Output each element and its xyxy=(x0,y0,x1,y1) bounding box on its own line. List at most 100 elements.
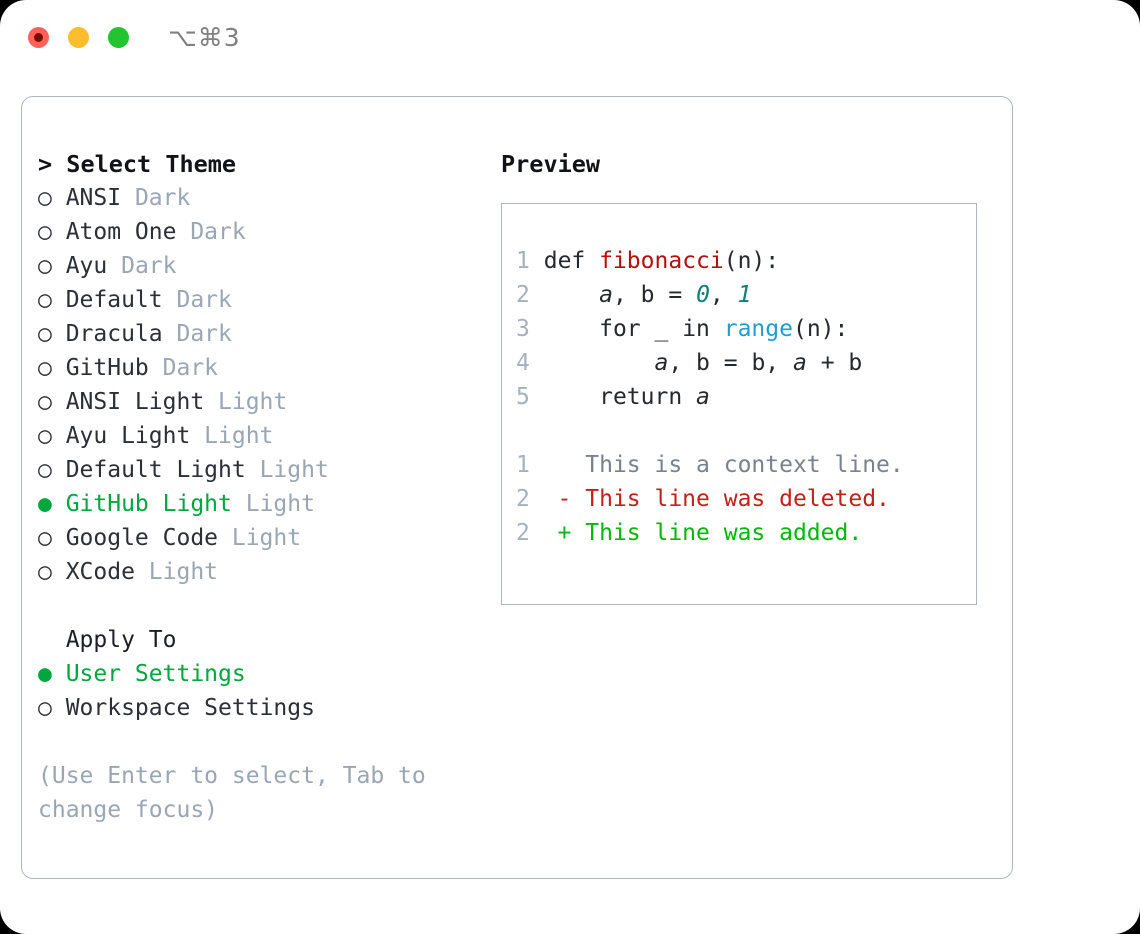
radio-unselected-icon: ○ xyxy=(38,695,52,721)
maximize-icon[interactable] xyxy=(108,27,129,48)
code-gutter-space xyxy=(530,350,544,376)
code-line: 3 for _ in range(n): xyxy=(516,312,970,346)
radio-unselected-icon: ○ xyxy=(38,185,52,211)
theme-name-label: Ayu xyxy=(51,253,122,279)
theme-list-item[interactable]: ○ ANSI Light Light xyxy=(38,385,468,419)
code-token: def xyxy=(543,248,600,274)
diff-line: 1 This is a context line. xyxy=(516,448,970,482)
code-token: for _ in xyxy=(543,316,724,342)
code-token: , b = b, xyxy=(668,350,793,376)
diff-line: 2 + This line was added. xyxy=(516,516,970,550)
theme-name-label: XCode xyxy=(51,559,149,585)
theme-name-label: GitHub xyxy=(51,355,163,381)
preview-column: Preview 1 def fibonacci(n):2 a, b = 0, 1… xyxy=(501,147,1001,605)
radio-unselected-icon: ○ xyxy=(38,525,52,551)
keyboard-shortcut-label: ⌥⌘3 xyxy=(168,23,241,52)
theme-name-label: Default xyxy=(51,287,177,313)
diff-line-number: 2 xyxy=(516,520,530,546)
minimize-icon[interactable] xyxy=(68,27,89,48)
radio-unselected-icon: ○ xyxy=(38,423,52,449)
code-token: (n): xyxy=(792,316,849,342)
code-token xyxy=(544,282,599,308)
theme-variant-label: Dark xyxy=(176,321,232,347)
diff-line-text: - This line was deleted. xyxy=(529,486,890,512)
code-token: 0 xyxy=(696,282,710,308)
theme-variant-label: Dark xyxy=(134,185,191,211)
apply-to-header: Apply To xyxy=(38,627,177,653)
code-token: (n): xyxy=(723,248,780,274)
theme-variant-label: Dark xyxy=(121,253,177,279)
code-gutter-space xyxy=(530,316,544,342)
code-token: a xyxy=(599,282,613,308)
theme-list-item[interactable]: ○ Google Code Light xyxy=(38,521,468,555)
radio-unselected-icon: ○ xyxy=(38,321,52,347)
code-line: 2 a, b = 0, 1 xyxy=(516,278,970,312)
radio-unselected-icon: ○ xyxy=(38,559,52,585)
theme-list-item[interactable]: ○ Atom One Dark xyxy=(38,215,468,249)
code-line-number: 3 xyxy=(516,316,530,342)
content-panel: > Select Theme ○ ANSI Dark○ Atom One Dar… xyxy=(21,96,1013,879)
code-token: a xyxy=(696,384,710,410)
theme-name-label: ANSI Light xyxy=(51,389,219,415)
theme-variant-label: Light xyxy=(204,423,274,449)
title-bar: ⌥⌘3 xyxy=(0,0,1140,76)
radio-unselected-icon: ○ xyxy=(38,355,52,381)
theme-list-item[interactable]: ○ Ayu Dark xyxy=(38,249,468,283)
code-token: , b = xyxy=(612,282,697,308)
theme-list-item[interactable]: ○ GitHub Dark xyxy=(38,351,468,385)
code-line: 1 def fibonacci(n): xyxy=(516,244,970,278)
theme-list-item[interactable]: ○ XCode Light xyxy=(38,555,468,589)
theme-list: ○ ANSI Dark○ Atom One Dark○ Ayu Dark○ De… xyxy=(38,181,468,589)
theme-variant-label: Light xyxy=(245,491,315,517)
radio-unselected-icon: ○ xyxy=(38,389,52,415)
code-token: 1 xyxy=(737,282,752,308)
code-line-number: 1 xyxy=(516,248,530,274)
apply-to-option[interactable]: ○ Workspace Settings xyxy=(38,691,468,725)
close-icon[interactable] xyxy=(28,27,49,48)
code-token xyxy=(544,350,655,376)
theme-name-label: Ayu Light xyxy=(51,423,205,449)
theme-list-item[interactable]: ○ Dracula Dark xyxy=(38,317,468,351)
code-token: , xyxy=(709,282,738,308)
code-line: 5 return a xyxy=(516,380,970,414)
theme-variant-label: Light xyxy=(148,559,219,585)
code-line-number: 5 xyxy=(516,384,530,410)
code-line-number: 2 xyxy=(516,282,530,308)
radio-unselected-icon: ○ xyxy=(38,287,52,313)
select-theme-header: > Select Theme xyxy=(38,150,237,178)
theme-variant-label: Light xyxy=(259,457,329,483)
theme-list-item[interactable]: ○ Default Dark xyxy=(38,283,468,317)
diff-block: 1 This is a context line. 2 - This line w… xyxy=(516,448,970,550)
code-token: a xyxy=(792,350,807,376)
code-line-number: 4 xyxy=(516,350,530,376)
preview-title: Preview xyxy=(501,150,601,178)
theme-name-label: Default Light xyxy=(51,457,260,483)
diff-line-text: + This line was added. xyxy=(529,520,863,546)
theme-list-item[interactable]: ○ Default Light Light xyxy=(38,453,468,487)
theme-name-label: Dracula xyxy=(51,321,177,347)
theme-variant-label: Light xyxy=(231,525,302,551)
code-token: return xyxy=(543,384,697,410)
apply-to-list: ● User Settings○ Workspace Settings xyxy=(38,657,468,725)
radio-selected-icon: ● xyxy=(38,661,52,687)
code-token: range xyxy=(723,316,793,342)
keyboard-hint-text: (Use Enter to select, Tab to change focu… xyxy=(38,763,440,823)
apply-to-option[interactable]: ● User Settings xyxy=(38,657,468,691)
theme-list-item[interactable]: ○ ANSI Dark xyxy=(38,181,468,215)
theme-name-label: Google Code xyxy=(51,525,232,551)
theme-name-label: GitHub Light xyxy=(51,491,246,517)
code-gutter-space xyxy=(530,248,544,274)
theme-selector-column: > Select Theme ○ ANSI Dark○ Atom One Dar… xyxy=(38,147,468,827)
theme-variant-label: Dark xyxy=(176,287,232,313)
apply-to-label: User Settings xyxy=(51,661,246,687)
theme-variant-label: Dark xyxy=(190,219,246,245)
radio-selected-icon: ● xyxy=(38,491,52,517)
theme-list-item[interactable]: ● GitHub Light Light xyxy=(38,487,468,521)
theme-list-item[interactable]: ○ Ayu Light Light xyxy=(38,419,468,453)
radio-unselected-icon: ○ xyxy=(38,219,52,245)
code-line: 4 a, b = b, a + b xyxy=(516,346,970,380)
